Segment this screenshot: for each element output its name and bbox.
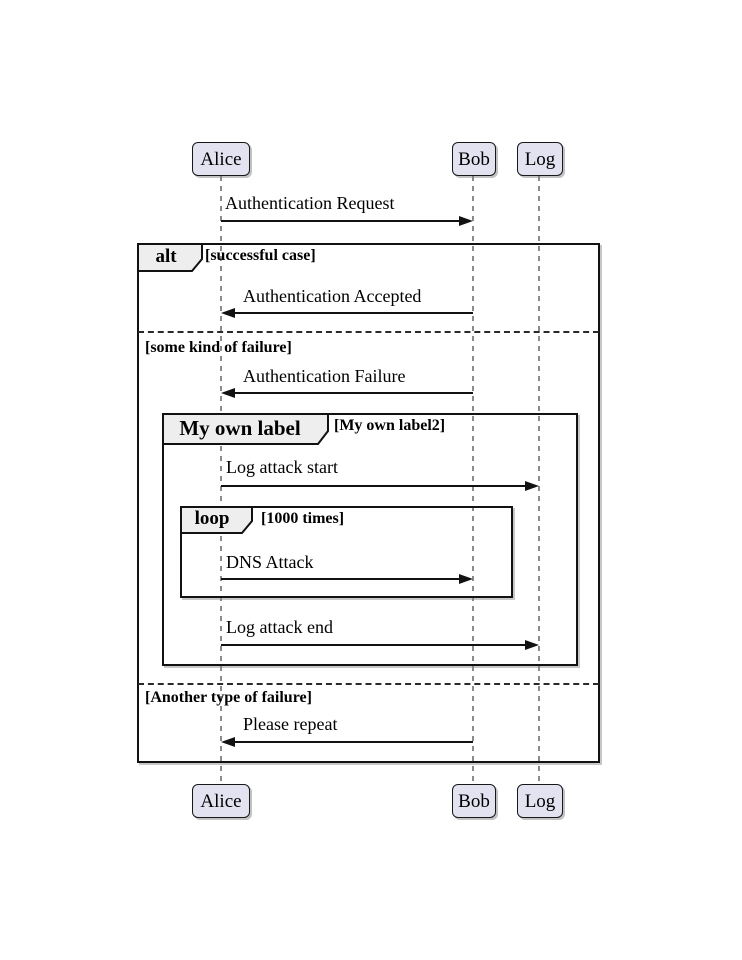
alt-operator-label: alt [155,246,177,267]
actor-log-top: Log [517,142,563,176]
actor-log-label: Log [524,790,556,812]
message-label-auth-request: Authentication Request [225,193,395,213]
alt-fragment-frame [137,243,600,763]
message-label-please-repeat: Please repeat [243,714,338,734]
loop-operator-label: loop [194,508,230,529]
actor-bob-label: Bob [458,148,490,170]
alt-divider-2 [138,683,599,685]
message-line-auth-accepted [234,312,473,314]
actor-alice-label: Alice [200,790,242,812]
group-operator-label: My own label [179,416,301,440]
message-line-log-attack-end [221,644,527,646]
actor-alice-top: Alice [192,142,250,176]
actor-log-bottom: Log [517,784,563,818]
lifeline-bob [472,176,474,783]
actor-alice-bottom: Alice [192,784,250,818]
loop-fragment-frame [180,506,513,598]
message-label-log-attack-start: Log attack start [226,457,338,477]
message-label-log-attack-end: Log attack end [226,617,333,637]
message-label-auth-failure: Authentication Failure [243,366,406,386]
actor-log-label: Log [524,148,556,170]
message-line-log-attack-start [221,485,527,487]
message-line-auth-request [221,220,461,222]
loop-operator-pentagon [180,506,253,534]
arrowhead-left-icon [221,737,235,747]
group-guard: [My own label2] [334,417,446,434]
arrowhead-right-icon [525,640,539,650]
alt-operator-pentagon [137,243,203,272]
arrowhead-right-icon [459,216,473,226]
message-line-dns-attack [221,578,461,580]
arrowhead-left-icon [221,388,235,398]
actor-bob-bottom: Bob [452,784,496,818]
group-operator-pentagon [162,413,329,445]
group-fragment-frame [162,413,578,666]
actor-bob-top: Bob [452,142,496,176]
message-line-please-repeat [234,741,473,743]
alt-guard-3: [Another type of failure] [145,689,312,706]
loop-guard: [1000 times] [261,510,345,527]
alt-divider-1 [138,331,599,333]
message-label-dns-attack: DNS Attack [226,552,314,572]
message-label-auth-accepted: Authentication Accepted [243,286,422,306]
message-line-auth-failure [234,392,473,394]
alt-guard-1: [successful case] [205,247,316,264]
arrowhead-left-icon [221,308,235,318]
actor-bob-label: Bob [458,790,490,812]
arrowhead-right-icon [459,574,473,584]
alt-guard-2: [some kind of failure] [145,339,292,356]
lifeline-log [538,176,540,783]
lifeline-alice [220,176,222,783]
actor-alice-label: Alice [200,148,242,170]
arrowhead-right-icon [525,481,539,491]
